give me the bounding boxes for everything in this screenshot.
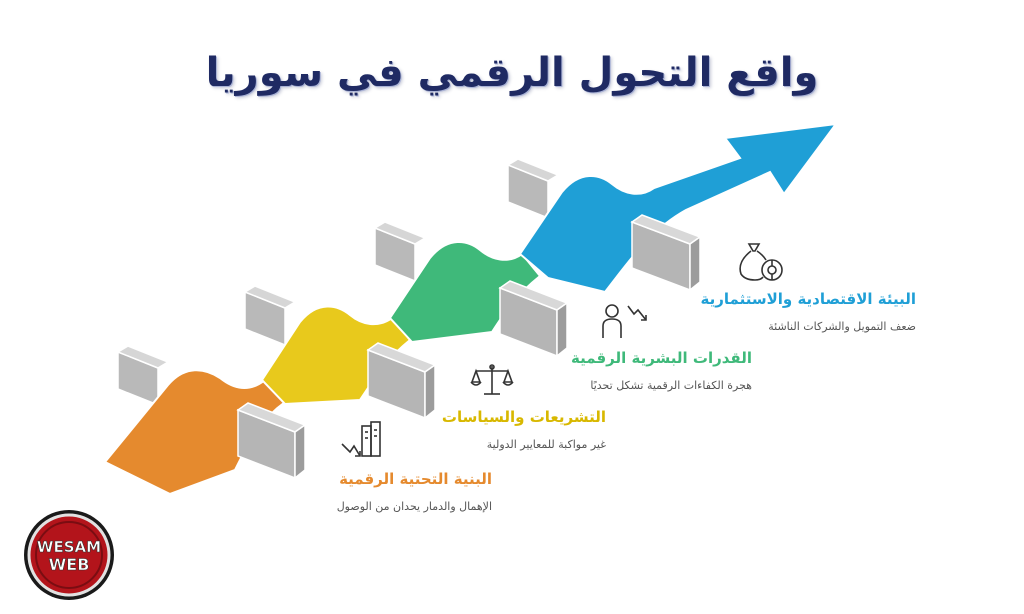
step-heading: التشريعات والسياسات — [441, 408, 606, 426]
building-decline-icon — [341, 421, 381, 457]
money-bag-coin-icon — [739, 243, 783, 281]
barrier-front-2 — [366, 342, 437, 420]
person-decline-icon — [602, 304, 647, 338]
logo-line2: WEB — [49, 555, 90, 574]
barrier-front-3 — [498, 280, 569, 358]
barrier-front-1 — [236, 402, 307, 480]
barrier-back-3 — [373, 221, 427, 283]
scales-icon — [470, 364, 514, 395]
step-heading: البنية التحتية الرقمية — [339, 470, 492, 488]
step-label-legislation: التشريعات والسياسات غير مواكبة للمعايير … — [442, 408, 606, 451]
step-description: ضعف التمويل والشركات الناشئة — [768, 320, 916, 333]
barrier-back-4 — [506, 158, 560, 220]
step-description: هجرة الكفاءات الرقمية تشكل تحديًا — [590, 379, 752, 392]
barrier-back-2 — [243, 285, 297, 347]
step-description: غير مواكبة للمعايير الدولية — [486, 438, 606, 451]
barrier-front-4 — [630, 214, 702, 292]
step-description: الإهمال والدمار يحدان من الوصول — [336, 500, 492, 513]
step-label-economy: البيئة الاقتصادية والاستثمارية ضعف التمو… — [701, 290, 916, 333]
step-label-infrastructure: البنية التحتية الرقمية الإهمال والدمار ي… — [337, 470, 492, 513]
wesam-web-logo: WESAM WEB — [24, 510, 114, 600]
step-heading: البيئة الاقتصادية والاستثمارية — [700, 290, 916, 308]
step-heading: القدرات البشرية الرقمية — [571, 349, 752, 367]
step-label-human: القدرات البشرية الرقمية هجرة الكفاءات ال… — [571, 349, 752, 392]
page-title: واقع التحول الرقمي في سوريا — [205, 50, 819, 96]
logo-line1: WESAM — [37, 538, 101, 556]
